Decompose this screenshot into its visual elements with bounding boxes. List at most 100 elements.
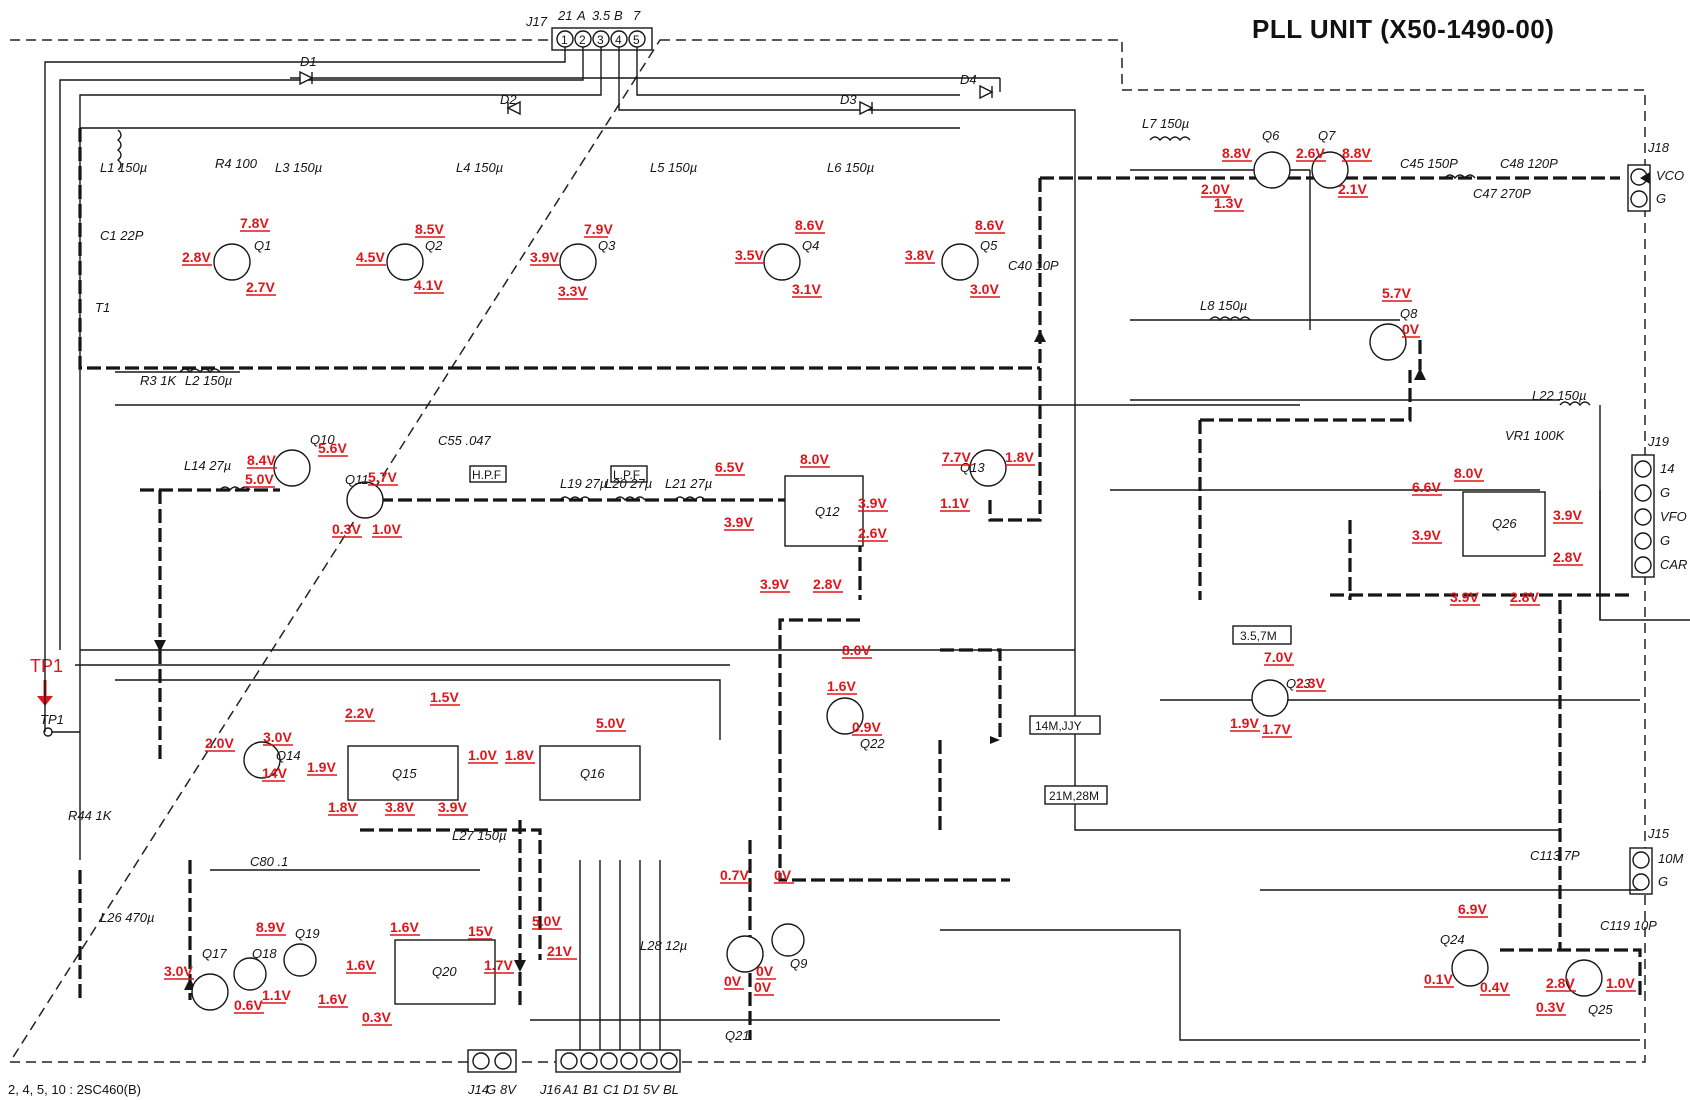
- voltage-reading: 5.7V: [368, 469, 398, 486]
- voltage-reading: 5.6V: [318, 440, 348, 457]
- svg-text:3.8V: 3.8V: [905, 247, 934, 263]
- j17-signal-5: 7: [633, 8, 641, 23]
- svg-text:Q13: Q13: [960, 460, 985, 475]
- voltage-reading: 2.0V: [205, 735, 235, 752]
- voltage-reading: 3.9V: [858, 495, 888, 512]
- label-l1: L1 150µ: [100, 160, 147, 175]
- voltage-reading: 2.1V: [1338, 181, 1368, 198]
- test-point-label: TP1: [30, 656, 64, 676]
- transistor-q25: Q25: [1565, 959, 1613, 1017]
- svg-text:Q16: Q16: [580, 766, 605, 781]
- svg-text:Q11: Q11: [345, 472, 369, 487]
- voltage-reading: 2.7V: [246, 279, 276, 296]
- svg-text:Q5: Q5: [980, 238, 998, 253]
- label-r3: R3 1K: [140, 373, 177, 388]
- svg-text:Q20: Q20: [432, 964, 457, 979]
- svg-text:1.1V: 1.1V: [262, 987, 291, 1003]
- j17-signal-1: 21: [557, 8, 572, 23]
- voltage-reading: 15V: [468, 923, 494, 940]
- voltage-reading: 2.8V: [1510, 589, 1540, 606]
- svg-text:Q17: Q17: [202, 946, 227, 961]
- j19-signal-2: G: [1660, 485, 1670, 500]
- voltage-reading: 3.0V: [263, 729, 293, 746]
- label-l2: L2 150µ: [185, 373, 232, 388]
- connector-j18: J18 VCO G: [1627, 140, 1684, 212]
- bus-arrows: [154, 172, 1650, 990]
- label-t1: T1: [95, 300, 110, 315]
- svg-text:0.7V: 0.7V: [720, 867, 749, 883]
- voltage-reading: 1.9V: [1230, 715, 1260, 732]
- svg-text:7.8V: 7.8V: [240, 215, 269, 231]
- voltage-reading: 5.0V: [532, 913, 562, 930]
- voltage-reading: 0.1V: [1424, 971, 1454, 988]
- transistor-q21: Q21: [725, 935, 764, 1043]
- voltage-reading: 0.9V: [852, 719, 882, 736]
- ic-q15: Q15: [347, 745, 459, 801]
- voltage-reading: 3.9V: [1450, 589, 1480, 606]
- svg-text:0.1V: 0.1V: [1424, 971, 1453, 987]
- voltage-reading: 1.6V: [318, 991, 348, 1008]
- svg-text:Q22: Q22: [860, 736, 885, 751]
- voltage-reading: 8.9V: [256, 919, 286, 936]
- voltage-reading: 0.6V: [234, 997, 264, 1014]
- svg-text:2.8V: 2.8V: [1546, 975, 1575, 991]
- svg-text:6.6V: 6.6V: [1412, 479, 1441, 495]
- connector-j16: J16 A1 B1 C1 D1 5V BL: [539, 1049, 681, 1097]
- connector-j14-ref: J14: [467, 1082, 489, 1097]
- svg-text:1.7V: 1.7V: [1262, 721, 1291, 737]
- voltage-reading: 2.6V: [858, 525, 888, 542]
- test-point-pin: TP1: [40, 712, 64, 727]
- j18-signal-1: VCO: [1656, 168, 1684, 183]
- svg-text:14M,JJY: 14M,JJY: [1035, 719, 1082, 733]
- svg-text:Q6: Q6: [1262, 128, 1280, 143]
- svg-text:Q18: Q18: [252, 946, 277, 961]
- svg-text:5.7V: 5.7V: [368, 469, 397, 485]
- label-d2: D2: [500, 92, 517, 107]
- svg-text:Q15: Q15: [392, 766, 417, 781]
- connector-j16-ref: J16: [539, 1082, 562, 1097]
- svg-text:H.P.F: H.P.F: [472, 468, 501, 482]
- label-r4: R4 100: [215, 156, 258, 171]
- voltage-reading: 14V: [262, 765, 288, 782]
- voltage-reading: 5.0V: [245, 471, 275, 488]
- ic-q20: Q20: [394, 939, 496, 1005]
- svg-text:1.8V: 1.8V: [328, 799, 357, 815]
- svg-text:15V: 15V: [468, 923, 494, 939]
- label-l27: L27 150µ: [452, 828, 506, 843]
- svg-text:0.6V: 0.6V: [234, 997, 263, 1013]
- svg-text:6.5V: 6.5V: [715, 459, 744, 475]
- j17-pin-4: 4: [615, 33, 622, 47]
- voltage-reading: 3.9V: [438, 799, 468, 816]
- j16-signal-3: C1: [603, 1082, 620, 1097]
- voltage-reading: 0V: [1402, 321, 1420, 338]
- label-l14: L14 27µ: [184, 458, 231, 473]
- connector-j17-ref: J17: [525, 14, 548, 29]
- voltage-reading: 1.8V: [1005, 449, 1035, 466]
- svg-text:1.8V: 1.8V: [1005, 449, 1034, 465]
- label-l26: L26 470µ: [100, 910, 154, 925]
- j17-signal-2: A: [576, 8, 586, 23]
- connector-j18-ref: J18: [1647, 140, 1670, 155]
- svg-text:Q8: Q8: [1400, 306, 1418, 321]
- voltage-reading: 8.6V: [975, 217, 1005, 234]
- svg-text:1.7V: 1.7V: [484, 957, 513, 973]
- svg-text:0.3V: 0.3V: [1536, 999, 1565, 1015]
- svg-text:Q12: Q12: [815, 504, 840, 519]
- transistor-q8: Q8: [1369, 306, 1418, 361]
- voltage-reading: 7.0V: [1264, 649, 1294, 666]
- voltage-reading: 3.1V: [792, 281, 822, 298]
- svg-text:2.8V: 2.8V: [182, 249, 211, 265]
- voltage-reading: 2.8V: [813, 576, 843, 593]
- voltage-readings: 7.8V 2.8V 2.7V 8.5V 4.5V 4.1V 7.9V 3.9V …: [164, 145, 1636, 1026]
- voltage-reading: 8.6V: [795, 217, 825, 234]
- transistor-q10: Q10: [273, 432, 335, 487]
- svg-text:8.6V: 8.6V: [795, 217, 824, 233]
- voltage-reading: 0V: [724, 973, 744, 990]
- svg-text:0V: 0V: [756, 963, 774, 979]
- svg-text:2.0V: 2.0V: [205, 735, 234, 751]
- j17-pin-5: 5: [633, 33, 640, 47]
- svg-text:3.3V: 3.3V: [558, 283, 587, 299]
- voltage-reading: 2.0V: [1201, 181, 1231, 198]
- connector-j14: J14 G 8V: [467, 1049, 517, 1097]
- voltage-reading: 0V: [756, 963, 776, 980]
